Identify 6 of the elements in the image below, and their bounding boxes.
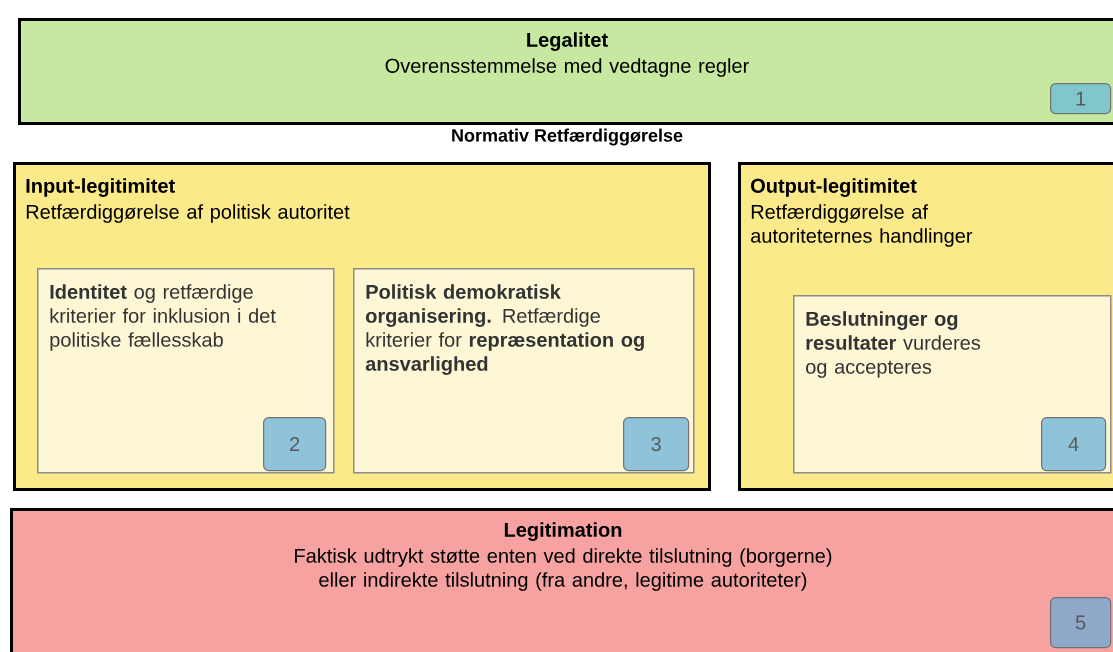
number-badge: 1 xyxy=(1050,83,1112,115)
number-badge: 2 xyxy=(263,417,327,472)
number-badge: 5 xyxy=(1050,597,1112,649)
number-badge: 3 xyxy=(623,417,690,472)
number-badge: 4 xyxy=(1041,417,1107,472)
section-label: Normativ Retfærdiggørelse xyxy=(452,128,683,146)
